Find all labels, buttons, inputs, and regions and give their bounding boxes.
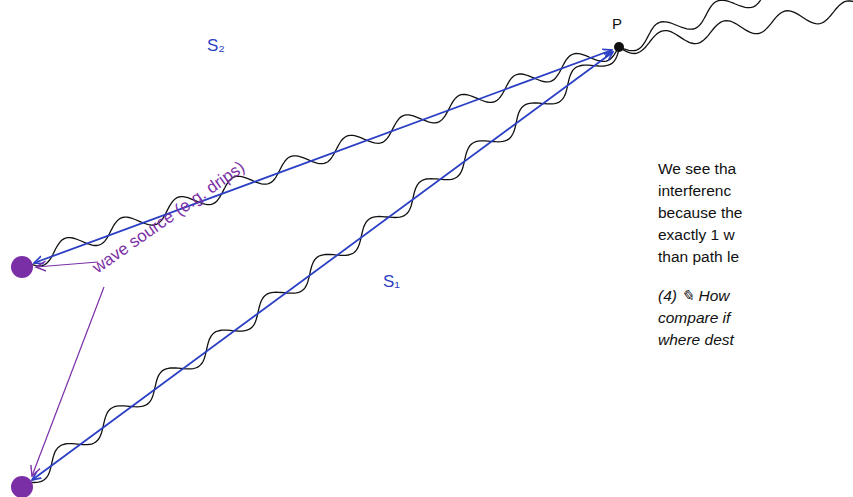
path-label: S₁	[383, 272, 400, 292]
leader-arrow	[36, 262, 98, 267]
path-length-arrow	[34, 50, 612, 263]
text-line: exactly 1 w	[658, 226, 735, 244]
wave-line	[619, 0, 801, 51]
question-line: compare if	[658, 309, 730, 327]
text-line: than path le	[658, 248, 739, 266]
wave-line	[26, 47, 618, 266]
wave-line	[26, 49, 619, 482]
text-line: because the	[658, 204, 742, 222]
text-line: We see tha	[658, 160, 736, 178]
question-line: where dest	[658, 331, 734, 349]
path-length-arrow	[32, 52, 613, 480]
wave-source-dot	[11, 476, 33, 497]
question-line: (4) ✎ How	[658, 287, 730, 305]
wave-source-dot	[11, 256, 33, 278]
leader-arrow	[32, 287, 104, 476]
path-label: S₂	[207, 36, 225, 56]
wave-lines	[26, 0, 853, 482]
text-line: interferenc	[658, 182, 731, 200]
point-dot	[614, 42, 624, 52]
point-label: P	[612, 15, 622, 32]
source-label: wave source (e.g. drips)	[89, 157, 249, 277]
